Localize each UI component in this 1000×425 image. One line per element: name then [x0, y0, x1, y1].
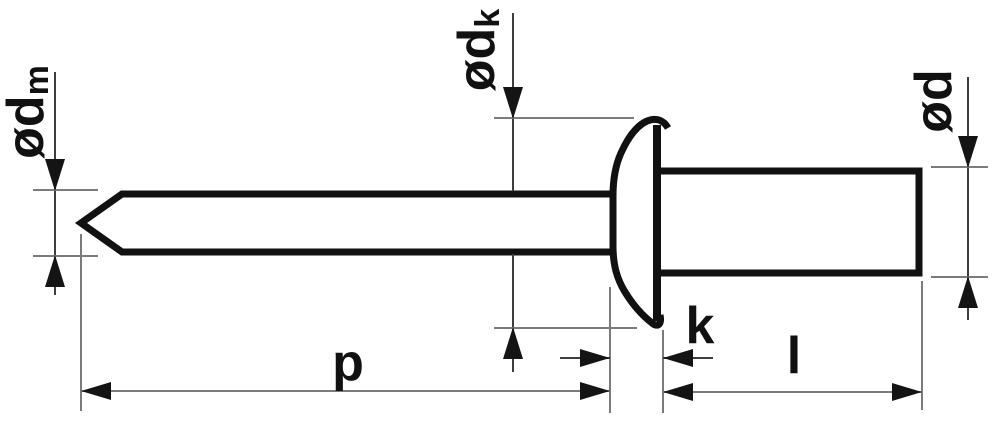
mandrel-diameter-label-main: ød: [0, 95, 55, 159]
rivet-body-outline: [657, 167, 923, 277]
head-height-label: k: [686, 297, 715, 355]
arrowhead-body-length-left: [663, 383, 693, 401]
body-diameter-label: ød: [905, 69, 963, 133]
mandrel-diameter-label-sub: m: [18, 65, 56, 95]
rivet-head-outline: [609, 115, 672, 329]
body-diameter-label-main: ød: [905, 69, 963, 133]
arrowhead-body-length-right: [892, 383, 922, 401]
arrowhead-body-diameter-up: [958, 276, 978, 308]
arrowhead-mandrel-diameter-down: [45, 159, 65, 191]
arrowhead-head-height-right: [663, 349, 693, 367]
head-diameter-label: ødk: [448, 9, 507, 92]
arrowhead-mandrel-length-left: [81, 382, 111, 400]
head-diameter-label-main: ød: [448, 28, 506, 92]
arrowhead-body-diameter-down: [958, 136, 978, 168]
mandrel-length-label: p: [332, 334, 364, 392]
arrowhead-head-diameter-down: [503, 87, 523, 119]
arrowhead-head-diameter-up: [503, 327, 523, 359]
head-diameter-label-sub: k: [469, 9, 507, 28]
arrowhead-mandrel-diameter-up: [45, 255, 65, 287]
body-length-label: l: [787, 327, 801, 385]
arrowhead-head-height-left: [580, 349, 610, 367]
arrowhead-mandrel-length-right: [580, 382, 610, 400]
mandrel-diameter-label: ødm: [0, 65, 56, 159]
mandrel-outline: [74, 190, 613, 256]
